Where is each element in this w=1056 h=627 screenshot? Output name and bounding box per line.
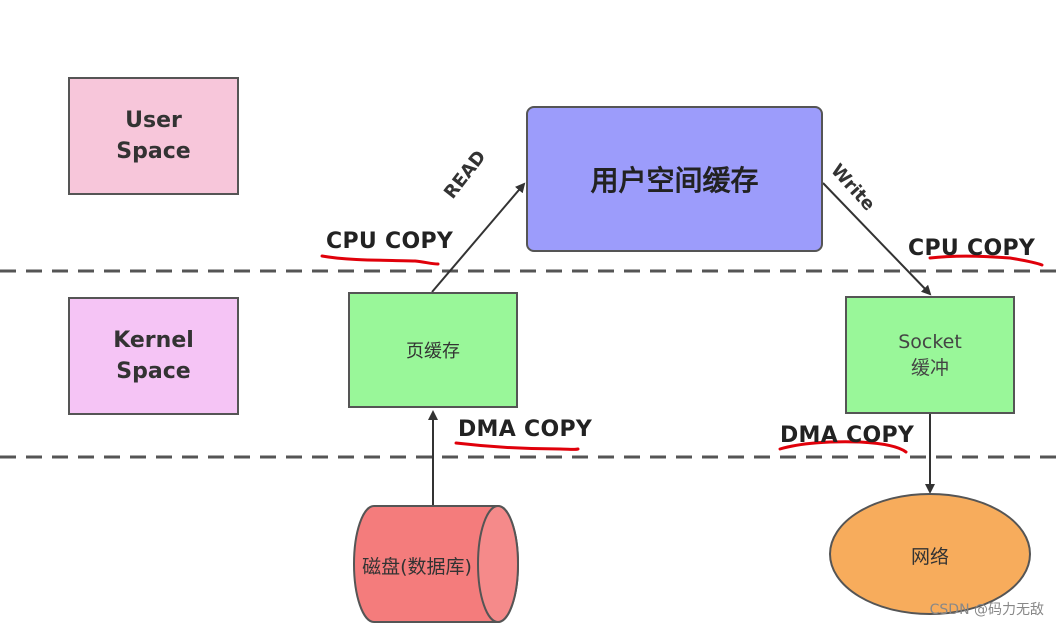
kernel-space-line-2: Space: [116, 359, 191, 384]
disk-cylinder: [353, 505, 519, 623]
socket-buffer-line-1: Socket: [898, 331, 962, 353]
network-ellipse: [829, 493, 1031, 615]
network-label: 网络: [910, 546, 949, 568]
dma-copy-left-underline: [454, 441, 580, 451]
dma-copy-right-underline: [778, 440, 908, 454]
read-arrow: [431, 182, 526, 293]
user-space-buffer-label: 用户空间缓存: [590, 164, 759, 197]
dma-copy-right-label: DMA COPY: [780, 423, 915, 448]
cpu-copy-right-label: CPU COPY: [908, 236, 1036, 261]
watermark: CSDN @码力无敌: [929, 602, 1044, 618]
user-space-buffer-node: 用户空间缓存: [526, 106, 823, 252]
cpu-copy-right-underline: [928, 254, 1044, 267]
kernel-space-label: Kernel Space: [68, 297, 239, 415]
kernel-space-line-1: Kernel: [113, 328, 194, 353]
dma-copy-left-label: DMA COPY: [458, 417, 593, 442]
page-cache-label: 页缓存: [406, 341, 460, 362]
page-cache-node: 页缓存: [348, 292, 518, 408]
cpu-copy-left-underline: [320, 254, 440, 266]
user-space-label: User Space: [68, 77, 239, 195]
cpu-copy-left-label: CPU COPY: [326, 229, 454, 254]
user-space-line-1: User: [125, 108, 182, 133]
write-arrow: [822, 182, 932, 296]
disk-label: 磁盘(数据库): [362, 556, 472, 578]
socket-buffer-line-2: 缓冲: [910, 357, 949, 379]
socket-buffer-node: Socket 缓冲: [845, 296, 1015, 414]
user-space-line-2: Space: [116, 139, 191, 164]
